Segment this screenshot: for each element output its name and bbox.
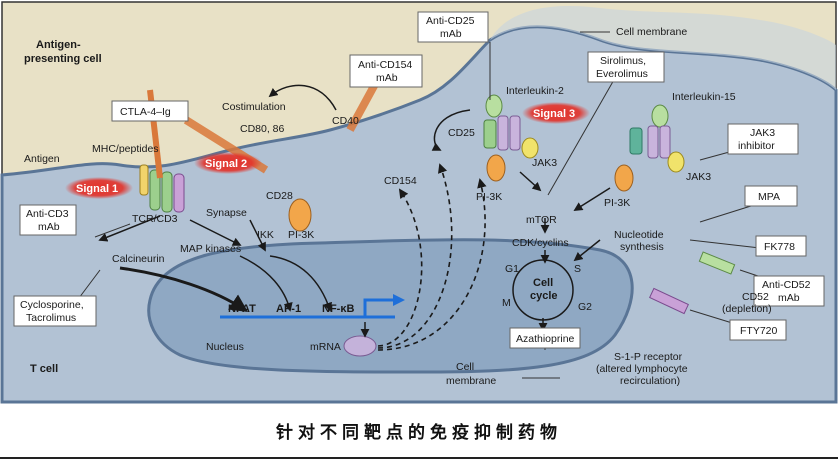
nfat-label: NFAT (228, 303, 256, 315)
cd154-label: CD154 (384, 175, 417, 187)
everolimus-label: Everolimus (596, 68, 648, 80)
apc-label-1: Antigen- (36, 39, 81, 51)
signal-1-label: Signal 1 (76, 183, 118, 195)
jak3-inhibitor-label: JAK3 (750, 127, 775, 139)
signal-1-badge (65, 177, 133, 199)
apc-upper-right (490, 5, 836, 90)
s1p-label-3: recirculation) (620, 375, 680, 387)
map-kinases-label: MAP kinases (180, 243, 241, 255)
cdk-cyclins-label: CDK/cyclins (512, 237, 569, 249)
drug-boxes (13, 11, 825, 349)
il15-label: Interleukin-15 (672, 91, 736, 103)
nucleotide-label-2: synthesis (620, 241, 664, 253)
jak3-inhibitor-label-2: inhibitor (738, 140, 775, 152)
cell-membrane-bottom-label-2: membrane (446, 375, 496, 387)
mpa-label: MPA (758, 191, 780, 203)
immunosuppressant-diagram: Antigen- presenting cell T cell Cell mem… (0, 1, 838, 404)
signal-3-badge (522, 102, 590, 124)
anti-cd3-label-2: mAb (38, 221, 60, 233)
il2-label: Interleukin-2 (506, 85, 564, 97)
cd40-label: CD40 (332, 115, 359, 127)
calcineurin-label: Calcineurin (112, 253, 165, 265)
signal-2-label: Signal 2 (205, 158, 247, 170)
cd28-label: CD28 (266, 190, 293, 202)
g2-label: G2 (578, 301, 592, 313)
anti-cd154-label: Anti-CD154 (358, 59, 412, 71)
antigen-label: Antigen (24, 153, 60, 165)
s1p-label-2: (altered lymphocyte (596, 363, 688, 375)
cd52-label-2: (depletion) (722, 303, 772, 315)
pi3k-3-label: PI-3K (604, 197, 630, 209)
s1p-receptor-shape (649, 287, 689, 315)
mrna-dashed-arrows (377, 163, 487, 351)
anti-cd3-label: Anti-CD3 (26, 208, 69, 220)
nfkb-label: NF-κB (322, 303, 354, 315)
il2-receptor (483, 94, 539, 182)
figure-caption: 针对不同靶点的免疫抑制药物 (276, 423, 562, 443)
mrna-label: mRNA (310, 341, 341, 353)
m-label: M (502, 297, 511, 309)
jak3-2-label: JAK3 (686, 171, 711, 183)
costimulation-label: Costimulation (222, 101, 286, 113)
ap1-label: AP-1 (276, 303, 301, 315)
cyclosporine-label: Cyclosporine, (20, 299, 84, 311)
mtor-label: mTOR (526, 214, 557, 226)
anti-cd52-label-2: mAb (778, 292, 800, 304)
nucleus-label: Nucleus (206, 341, 244, 353)
caption-rule (0, 457, 838, 459)
pi3k-1-shape (288, 198, 312, 232)
fk778-label: FK778 (764, 241, 795, 253)
jak3-1-label: JAK3 (532, 157, 557, 169)
cell-cycle-label-2: cycle (530, 290, 558, 302)
pi3k-2-label: PI-3K (476, 191, 502, 203)
anti-cd25-label-2: mAb (440, 28, 462, 40)
signal-3-label: Signal 3 (533, 108, 575, 120)
mrna-shape (343, 335, 377, 357)
anti-cd25-label: Anti-CD25 (426, 15, 475, 27)
t-cell-label: T cell (30, 363, 58, 375)
g1-label: G1 (505, 263, 519, 275)
cd52-label: CD52 (742, 291, 769, 303)
fty720-label: FTY720 (740, 325, 778, 337)
tacrolimus-label: Tacrolimus (26, 312, 76, 324)
nucleotide-label: Nucleotide (614, 229, 664, 241)
signal-2-badge (194, 152, 262, 174)
il15-receptor (614, 104, 685, 192)
tcr-label: TCR/CD3 (132, 213, 178, 225)
ikk-label: IKK (257, 229, 274, 241)
synapse-label: Synapse (206, 207, 247, 219)
apc-label-2: presenting cell (24, 53, 102, 65)
cell-cycle-label: Cell (533, 277, 553, 289)
tcr-complex (139, 164, 185, 213)
ctla4-ig-label: CTLA-4–Ig (120, 106, 171, 118)
cell-membrane-bottom-label: Cell (456, 361, 474, 373)
anti-cd52-label: Anti-CD52 (762, 279, 811, 291)
anti-cd154-label-2: mAb (376, 72, 398, 84)
mhc-label: MHC/peptides (92, 143, 159, 155)
promoter-arrow (363, 298, 395, 317)
cell-membrane-top-label: Cell membrane (616, 26, 687, 38)
cd52-shape (698, 251, 736, 275)
cd25-label: CD25 (448, 127, 475, 139)
sirolimus-label: Sirolimus, (600, 55, 646, 67)
azathioprine-label: Azathioprine (516, 333, 575, 345)
s1p-label: S-1-P receptor (614, 351, 683, 363)
signal-arrows (98, 84, 611, 338)
s-label: S (574, 263, 581, 275)
cd80-86-label: CD80, 86 (240, 123, 285, 135)
pi3k-1-label: PI-3K (288, 229, 314, 241)
